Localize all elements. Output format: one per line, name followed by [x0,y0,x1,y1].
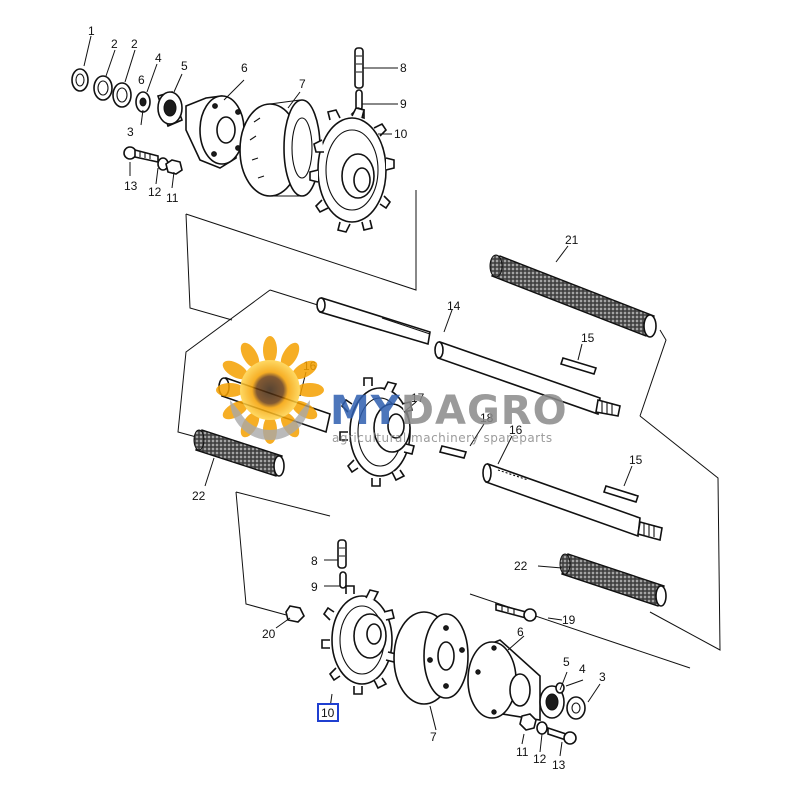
part-15-key-b [602,485,640,503]
label-13: 13 [124,179,138,193]
label-b6: 6 [517,625,524,639]
sunflower-icon [216,336,324,444]
label-5: 5 [181,59,188,73]
part-5-bearing [156,91,184,128]
part-13-bolt [123,146,159,163]
label-10: 10 [394,127,408,141]
part-9-clip [355,89,363,111]
label-b7: 7 [430,730,437,744]
label-b3: 3 [599,670,606,684]
part-1-circlip [71,68,89,92]
part-2-washer-a [93,75,113,101]
bottom-assembly: 8 9 20 19 6 5 4 3 7 11 12 13 10 [262,539,606,772]
highlight-box-10[interactable] [317,703,339,722]
label-22b: 22 [514,559,528,573]
part-17-sprocket [339,377,415,487]
label-7: 7 [299,77,306,91]
label-14: 14 [447,299,461,313]
part-8-pin [354,47,364,89]
watermark-brand-dagro: DAGRO [401,388,568,434]
label-3: 3 [127,125,134,139]
part-13-bolt-bottom [547,726,577,745]
part-12-washer-bottom [536,721,548,735]
label-b9: 9 [311,580,318,594]
label-b4: 4 [579,662,586,676]
part-6-hub-flange [185,95,245,169]
top-assembly: 1 2 2 4 6 3 5 6 7 8 9 10 13 12 11 [71,24,408,233]
label-6: 6 [241,61,248,75]
label-8: 8 [400,61,407,75]
part-22-roller-left [193,429,285,477]
label-b12: 12 [533,752,547,766]
label-12: 12 [148,185,162,199]
label-2b: 2 [131,37,138,51]
part-8-pin-bottom [337,539,347,569]
part-18-key [438,445,468,459]
part-14-shaft [316,296,621,417]
label-2a: 2 [111,37,118,51]
label-22a: 22 [192,489,206,503]
watermark-logo: MYDAGRO agricultural machinery sparepart… [216,336,568,445]
watermark-brand: MYDAGRO [330,388,568,434]
part-22-roller-right [559,553,667,607]
label-16b: 16 [509,423,523,437]
part-21-roller [489,254,657,338]
part-2-washer-b [112,82,132,108]
label-15b: 15 [629,453,643,467]
part-11-nut [165,159,183,175]
part-6-hub-bottom [467,639,541,721]
part-19-bolt [495,602,537,622]
part-7-drum [239,99,321,197]
label-b5: 5 [563,655,570,669]
label-b13: 13 [552,758,566,772]
label-1: 1 [88,24,95,38]
part-9-clip-bottom [339,571,347,589]
label-18: 18 [480,411,494,425]
label-21: 21 [565,233,579,247]
label-9: 9 [400,97,407,111]
label-17: 17 [411,391,425,405]
watermark-brand-my: MY [330,388,401,434]
part-3-circlip-bottom [566,696,586,720]
part-16-long-shaft [482,462,663,542]
part-5-bearing-bottom [539,685,565,719]
label-15: 15 [581,331,595,345]
part-4-spacer [135,91,151,113]
part-4-spacer-bottom [555,682,565,694]
label-4: 4 [155,51,162,65]
part-10-sprocket-top [309,107,395,233]
part-10-sprocket-bottom [321,585,397,695]
watermark-tagline: agricultural machinery spareparts [332,431,553,445]
part-7-drum-bottom [393,611,469,705]
label-b8: 8 [311,554,318,568]
part-15-key-a [559,357,598,375]
label-b11: 11 [516,745,529,759]
part-11-nut-bottom [519,713,537,731]
label-b19: 19 [562,613,576,627]
label-b10-highlighted: 10 [321,706,335,720]
part-20-grease-nipple [285,605,305,623]
label-6a: 6 [138,73,145,87]
label-b20: 20 [262,627,276,641]
label-11: 11 [166,191,179,205]
